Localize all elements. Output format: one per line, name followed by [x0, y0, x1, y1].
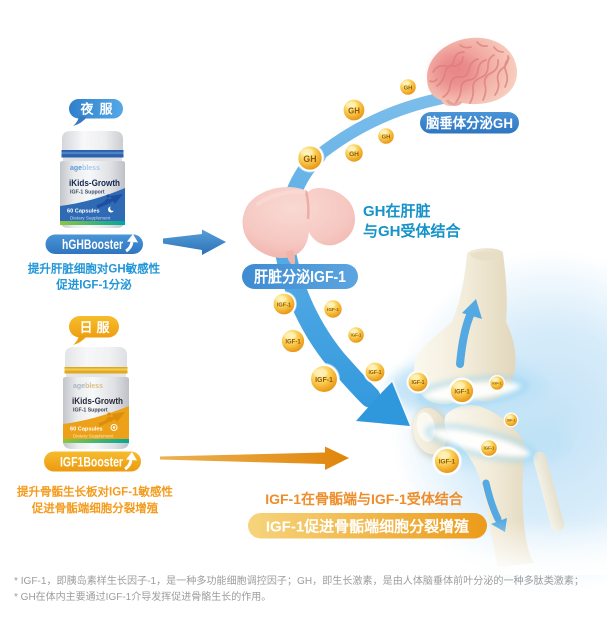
svg-text:Dietary Supplement: Dietary Supplement: [73, 434, 114, 439]
svg-text:iKids-Growth: iKids-Growth: [72, 396, 123, 407]
svg-text:提升肝脏细胞对GH敏感性: 提升肝脏细胞对GH敏感性: [28, 262, 161, 276]
svg-text:60 Capsules: 60 Capsules: [70, 427, 103, 433]
svg-text:日服: 日服: [79, 320, 110, 335]
svg-text:夜服: 夜服: [79, 102, 113, 117]
svg-text:IGF-1 Support: IGF-1 Support: [70, 190, 105, 196]
svg-text:IGF-1促进骨骺端细胞分裂增殖: IGF-1促进骨骺端细胞分裂增殖: [266, 518, 469, 536]
svg-text:IGF1Booster: IGF1Booster: [60, 455, 124, 470]
svg-text:* IGF-1，即胰岛素样生长因子-1，是一种多功能细胞调控: * IGF-1，即胰岛素样生长因子-1，是一种多功能细胞调控因子；GH，即生长激…: [14, 574, 584, 587]
svg-text:提升骨骺生长板对IGF-1敏感性: 提升骨骺生长板对IGF-1敏感性: [17, 485, 173, 499]
svg-text:60 Capsules: 60 Capsules: [67, 209, 100, 215]
svg-text:IGF-1 Support: IGF-1 Support: [73, 408, 108, 414]
svg-text:Dietary Supplement: Dietary Supplement: [70, 216, 111, 221]
svg-text:与GH受体结合: 与GH受体结合: [363, 222, 462, 240]
svg-text:agebless: agebless: [73, 383, 103, 390]
svg-text:脑垂体分泌GH: 脑垂体分泌GH: [426, 115, 513, 131]
svg-text:IGF-1在骨骺端与IGF-1受体结合: IGF-1在骨骺端与IGF-1受体结合: [265, 491, 464, 507]
svg-text:促进IGF-1分泌: 促进IGF-1分泌: [55, 278, 132, 292]
svg-text:GH在肝脏: GH在肝脏: [363, 202, 431, 220]
svg-text:agebless: agebless: [70, 165, 100, 172]
svg-text:hGHBooster: hGHBooster: [62, 237, 124, 252]
svg-text:肝脏分泌IGF-1: 肝脏分泌IGF-1: [254, 267, 346, 286]
svg-text:促进骨骺端细胞分裂增殖: 促进骨骺端细胞分裂增殖: [31, 501, 159, 515]
svg-text:iKids-Growth: iKids-Growth: [69, 178, 120, 189]
svg-text:* GH在体内主要通过IGF-1介导发挥促进骨骼生长的作用。: * GH在体内主要通过IGF-1介导发挥促进骨骼生长的作用。: [14, 590, 271, 603]
